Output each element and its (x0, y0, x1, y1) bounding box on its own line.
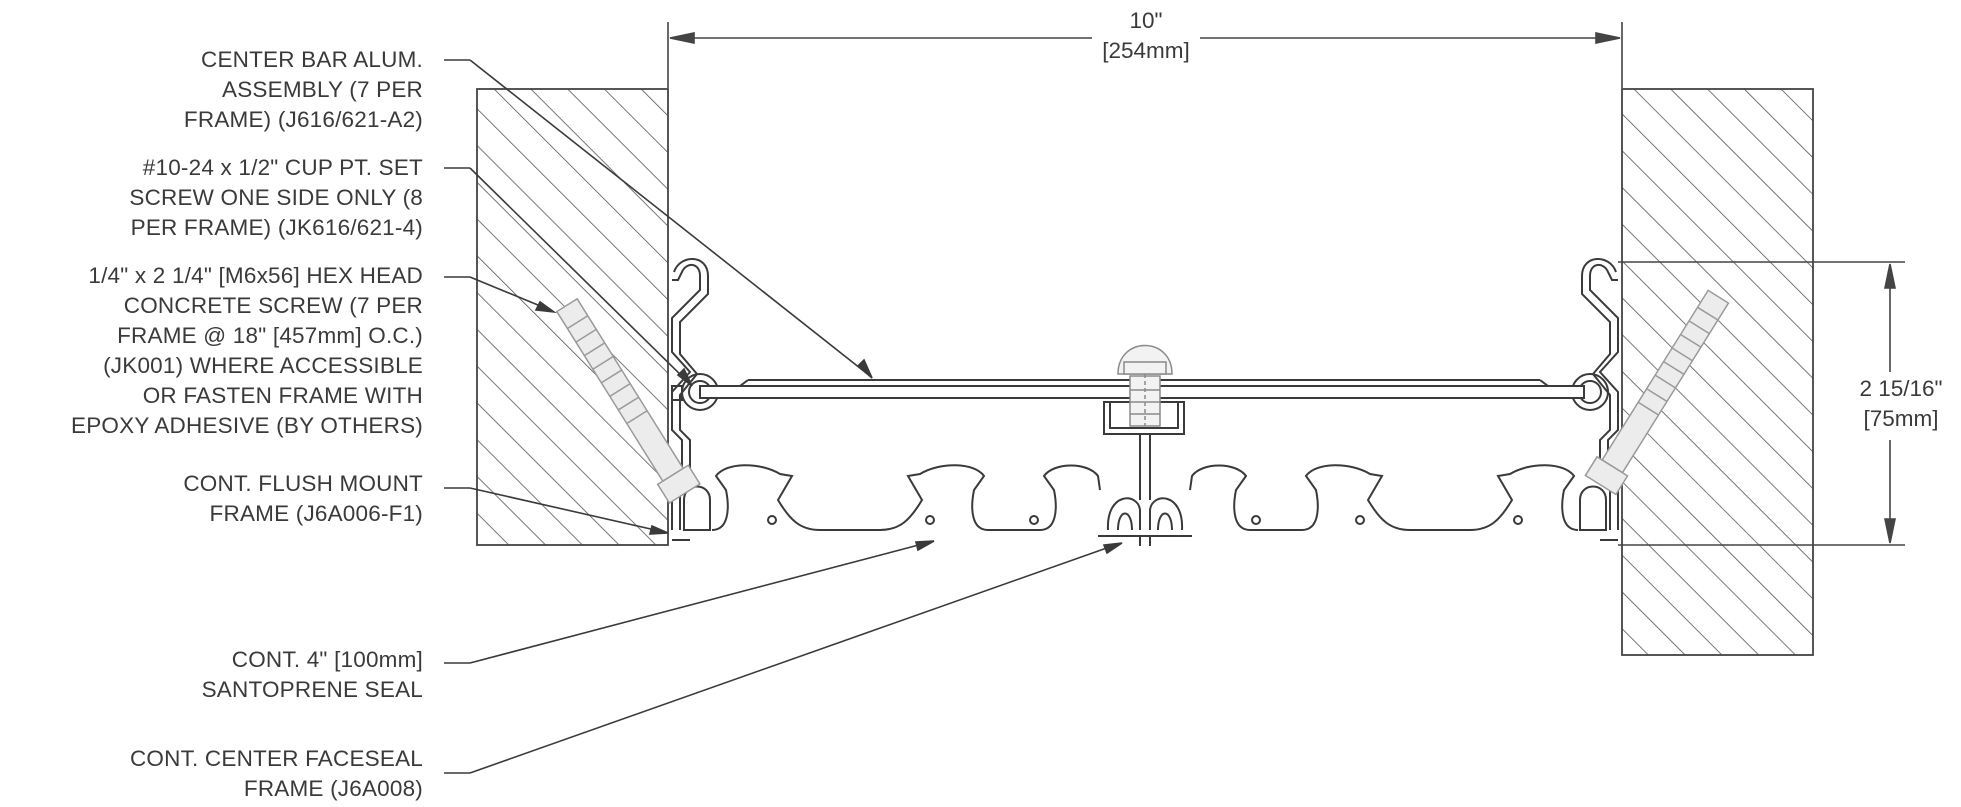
callout-line: ASSEMBLY (7 PER (222, 77, 423, 102)
callout-line: SANTOPRENE SEAL (201, 677, 423, 702)
callout-line: SCREW ONE SIDE ONLY (8 (129, 185, 423, 210)
santoprene-seal (711, 464, 1579, 531)
callout-flush-mount-frame: CONT. FLUSH MOUNT FRAME (J6A006-F1) (183, 469, 423, 529)
callout-line: PER FRAME) (JK616/621-4) (130, 215, 423, 240)
right-concrete-screw (1584, 289, 1730, 496)
callout-line: CONT. 4" [100mm] (231, 647, 423, 672)
height-dimension-label: 2 15/16" [75mm] (1843, 374, 1959, 434)
height-metric: [75mm] (1863, 406, 1939, 431)
callout-center-faceseal: CONT. CENTER FACESEAL FRAME (J6A008) (130, 744, 423, 804)
callout-concrete-screw: 1/4" x 2 1/4" [M6x56] HEX HEAD CONCRETE … (71, 261, 423, 441)
callout-line: FRAME @ 18" [457mm] O.C.) (117, 323, 423, 348)
callout-line: FRAME) (J616/621-A2) (183, 107, 423, 132)
leader-flush-mount-frame (444, 487, 669, 535)
leader-santoprene-seal (444, 540, 935, 664)
callout-line: CONT. CENTER FACESEAL (129, 746, 423, 771)
callout-line: (JK001) WHERE ACCESSIBLE (103, 353, 423, 378)
callout-line: #10-24 x 1/2" CUP PT. SET (142, 155, 423, 180)
callout-line: FRAME (J6A008) (243, 776, 423, 801)
callout-line: CENTER BAR ALUM. (201, 47, 423, 72)
height-dimension (1618, 261, 1905, 546)
set-screw-assembly (1117, 344, 1173, 427)
right-concrete-block (1621, 88, 1814, 656)
callout-line: FRAME (J6A006-F1) (209, 501, 423, 526)
left-concrete-screw (555, 297, 701, 505)
leader-center-bar (444, 59, 873, 379)
leader-lines (444, 59, 1123, 774)
height-imperial: 2 15/16" (1859, 376, 1943, 401)
callout-set-screw: #10-24 x 1/2" CUP PT. SET SCREW ONE SIDE… (129, 153, 423, 243)
callout-line: CONT. FLUSH MOUNT (183, 471, 423, 496)
left-flush-mount-frame (671, 258, 719, 541)
callout-line: 1/4" x 2 1/4" [M6x56] HEX HEAD (88, 263, 423, 288)
callout-center-bar: CENTER BAR ALUM. ASSEMBLY (7 PER FRAME) … (184, 45, 423, 135)
callout-santoprene-seal: CONT. 4" [100mm] SANTOPRENE SEAL (202, 645, 423, 705)
callout-line: CONCRETE SCREW (7 PER (123, 293, 423, 318)
width-dimension-label: 10" [254mm] (1096, 6, 1196, 66)
center-faceseal-frame (1098, 434, 1192, 546)
right-flush-mount-frame (1571, 258, 1619, 541)
leader-center-faceseal (444, 542, 1123, 774)
callout-line: OR FASTEN FRAME WITH (142, 383, 423, 408)
leader-concrete-screw (444, 276, 557, 314)
width-dimension (667, 22, 1623, 88)
width-imperial: 10" (1129, 8, 1163, 33)
callout-line: EPOXY ADHESIVE (BY OTHERS) (71, 413, 423, 438)
width-metric: [254mm] (1102, 38, 1190, 63)
leader-set-screw (444, 167, 693, 387)
